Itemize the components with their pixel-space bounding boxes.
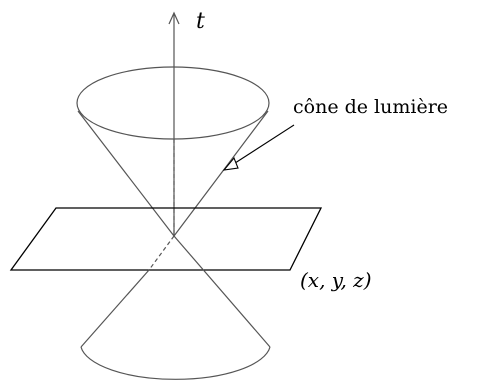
lower-cone-rim [80,346,271,380]
cone-label: cône de lumière [293,96,448,118]
upper-cone-left-edge [77,110,175,237]
plane-label: (x, y, z) [300,268,372,292]
upper-cone-rim [76,66,270,140]
lower-cone-right-visible [173,235,271,348]
time-axis-arrowhead [168,11,180,25]
lower-cone-left-visible [80,269,150,348]
time-axis-label: t [196,9,205,34]
upper-cone-right-edge [173,110,269,237]
cone-pointer-line [231,124,295,166]
cone-pointer-arrowhead [222,156,239,171]
lower-cone-left-hidden [148,235,175,271]
spatial-plane [9,207,323,271]
